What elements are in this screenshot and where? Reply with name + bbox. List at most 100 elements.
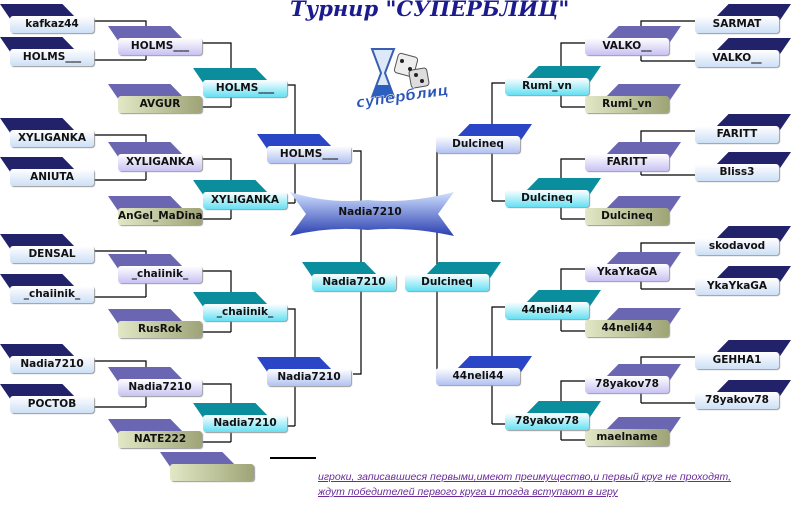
player-name: NATE222 (118, 431, 202, 448)
player-name: 78yakov78 (695, 392, 779, 409)
right-round3-player-box: Dulcineq (505, 178, 601, 208)
final-banner (290, 192, 454, 236)
player-name: GEHHA1 (695, 352, 779, 369)
player-name: 78yakov78 (505, 413, 589, 430)
left-round3-player-box: Nadia7210 (193, 403, 289, 433)
right-semifinal-box: Dulcineq (405, 262, 501, 292)
player-name: _chaiinik_ (203, 304, 287, 321)
left-round1-player-box: _chaiinik_ (0, 274, 96, 304)
player-name: FARITT (585, 154, 669, 171)
legend-note-line-2: ждут победителей первого круга и тогда в… (318, 486, 618, 498)
right-round1-player-box: Bliss3 (695, 152, 791, 182)
right-round1-player-box: YkaYkaGA (695, 266, 791, 296)
player-name: Bliss3 (695, 164, 779, 181)
player-name: _chaiinik_ (10, 286, 94, 303)
player-name: Rumi_vn (585, 96, 669, 113)
right-round1-player-box: 78yakov78 (695, 380, 791, 410)
left-round2-player-box: Nadia7210 (108, 367, 204, 397)
left-round2-player-box: XYLIGANKA (108, 142, 204, 172)
left-round4-player-box: Nadia7210 (257, 357, 353, 387)
player-name: Nadia7210 (267, 369, 351, 386)
player-name: YkaYkaGA (585, 264, 669, 281)
player-name: AnGel_MaDina (118, 208, 203, 225)
right-round2-player-box: 78yakov78 (585, 364, 681, 394)
player-name: maelname (585, 429, 669, 446)
player-name: Dulcineq (585, 208, 669, 225)
right-round1-player-box: SARMAT (695, 4, 791, 34)
player-name: HOLMS___ (203, 80, 287, 97)
legend-box-label (170, 464, 254, 481)
player-name: RusRok (118, 321, 202, 338)
player-name: HOLMS___ (267, 146, 351, 163)
right-round2-player-box: Rumi_vn (585, 84, 681, 114)
superblitz-logo: суперблиц (355, 48, 450, 110)
left-round2-player-box: HOLMS___ (108, 26, 204, 56)
left-round1-player-box: Nadia7210 (0, 344, 96, 374)
left-round1-player-box: ANIUTA (0, 157, 96, 187)
player-name: Dulcineq (505, 190, 589, 207)
left-round2-player-box: AVGUR (108, 84, 204, 114)
left-round1-player-box: XYLIGANKA (0, 118, 96, 148)
player-name: Nadia7210 (118, 379, 202, 396)
right-round1-player-box: FARITT (695, 114, 791, 144)
left-semifinal-box: Nadia7210 (302, 262, 398, 292)
player-name: FARITT (695, 126, 779, 143)
player-name: 44neli44 (436, 368, 520, 385)
player-name: skodavod (695, 238, 779, 255)
legend-note: игроки, записавшиеся первыми,имеют преим… (318, 470, 731, 500)
right-round1-player-box: VALKO__ (695, 38, 791, 68)
player-name: XYLIGANKA (118, 154, 202, 171)
player-name: HOLMS___ (10, 49, 94, 66)
left-round1-player-box: HOLMS___ (0, 37, 96, 67)
right-round4-player-box: Dulcineq (436, 124, 532, 154)
player-name: РОСТОВ (10, 396, 94, 413)
legend-note-line-1: игроки, записавшиеся первыми,имеют преим… (318, 471, 732, 483)
player-name: Rumi_vn (505, 78, 589, 95)
right-round2-player-box: YkaYkaGA (585, 252, 681, 282)
right-round3-player-box: 44neli44 (505, 290, 601, 320)
player-name: AVGUR (118, 96, 202, 113)
left-round3-player-box: _chaiinik_ (193, 292, 289, 322)
right-round1-player-box: GEHHA1 (695, 340, 791, 370)
left-round3-player-box: HOLMS___ (193, 68, 289, 98)
left-round2-player-box: _chaiinik_ (108, 254, 204, 284)
player-name: XYLIGANKA (10, 130, 94, 147)
legend-box (160, 452, 256, 482)
player-name: ANIUTA (10, 169, 94, 186)
player-name: 44neli44 (505, 302, 589, 319)
player-name: _chaiinik_ (118, 266, 202, 283)
player-name: SARMAT (695, 16, 779, 33)
left-round1-player-box: DENSAL (0, 234, 96, 264)
player-name: HOLMS___ (118, 38, 202, 55)
left-round2-player-box: NATE222 (108, 419, 204, 449)
right-round2-player-box: maelname (585, 417, 681, 447)
right-round4-player-box: 44neli44 (436, 356, 532, 386)
left-round3-player-box: XYLIGANKA (193, 180, 289, 210)
player-name: kafkaz44 (10, 16, 94, 33)
right-round1-player-box: skodavod (695, 226, 791, 256)
left-round2-player-box: AnGel_MaDina (108, 196, 204, 226)
right-round2-player-box: Dulcineq (585, 196, 681, 226)
player-name: Nadia7210 (312, 274, 396, 291)
right-round2-player-box: VALKO__ (585, 26, 681, 56)
player-name: YkaYkaGA (695, 278, 779, 295)
final-winner: Nadia7210 (338, 206, 402, 218)
player-name: Nadia7210 (10, 356, 94, 373)
svg-text:суперблиц: суперблиц (355, 81, 450, 110)
right-round2-player-box: 44neli44 (585, 308, 681, 338)
player-name: Nadia7210 (203, 415, 287, 432)
left-round4-player-box: HOLMS___ (257, 134, 353, 164)
right-round3-player-box: 78yakov78 (505, 401, 601, 431)
player-name: Dulcineq (436, 136, 520, 153)
player-name: XYLIGANKA (203, 192, 287, 209)
player-name: VALKO__ (695, 50, 779, 67)
left-round2-player-box: RusRok (108, 309, 204, 339)
player-name: DENSAL (10, 246, 94, 263)
right-round2-player-box: FARITT (585, 142, 681, 172)
left-round1-player-box: kafkaz44 (0, 4, 96, 34)
player-name: 44neli44 (585, 320, 669, 337)
right-round3-player-box: Rumi_vn (505, 66, 601, 96)
player-name: Dulcineq (405, 274, 489, 291)
player-name: 78yakov78 (585, 376, 669, 393)
player-name: VALKO__ (585, 38, 669, 55)
